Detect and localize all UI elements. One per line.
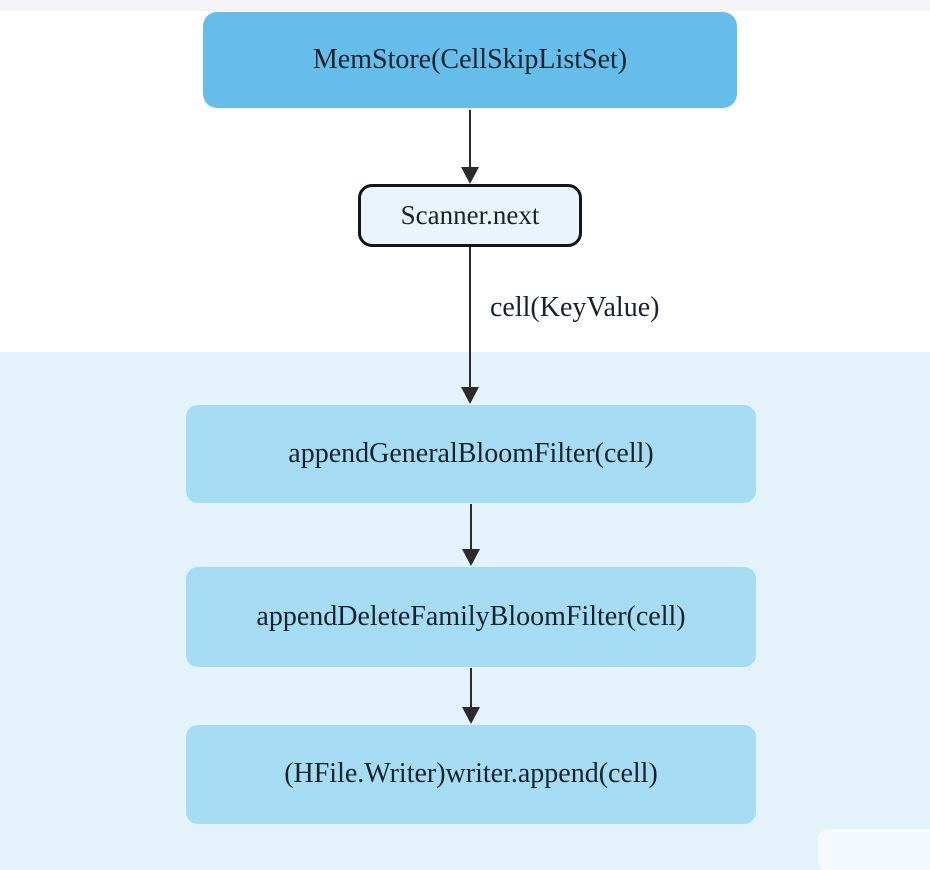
node-append-general-bloom-filter-label: appendGeneralBloomFilter(cell) (288, 437, 654, 469)
arrow-shaft (469, 110, 471, 170)
arrowhead-icon (462, 707, 480, 724)
node-scanner-next-label: Scanner.next (400, 199, 540, 230)
edge-label-cell-keyvalue: cell(KeyValue) (490, 292, 660, 323)
node-append-delete-family-bloom-filter: appendDeleteFamilyBloomFilter(cell) (186, 567, 756, 667)
node-memstore: MemStore(CellSkipListSet) (203, 12, 737, 108)
arrow-delete-family-to-hfile-writer (462, 668, 480, 724)
arrow-general-to-delete-family (462, 504, 480, 566)
arrow-shaft (470, 668, 472, 710)
top-strip (0, 0, 930, 11)
arrowhead-icon (461, 387, 479, 404)
arrowhead-icon (462, 549, 480, 566)
arrow-shaft (470, 504, 472, 552)
arrow-shaft (469, 247, 471, 390)
node-append-general-bloom-filter: appendGeneralBloomFilter(cell) (186, 405, 756, 503)
arrow-memstore-to-scanner (461, 110, 479, 184)
arrow-scanner-to-general-bloom (461, 247, 479, 404)
node-append-delete-family-bloom-filter-label: appendDeleteFamilyBloomFilter(cell) (256, 600, 686, 632)
node-hfile-writer-append: (HFile.Writer)writer.append(cell) (186, 725, 756, 824)
watermark-highlight (818, 829, 930, 870)
arrowhead-icon (461, 167, 479, 184)
node-memstore-label: MemStore(CellSkipListSet) (312, 43, 628, 75)
node-scanner-next: Scanner.next (358, 184, 582, 247)
node-hfile-writer-append-label: (HFile.Writer)writer.append(cell) (284, 758, 658, 790)
